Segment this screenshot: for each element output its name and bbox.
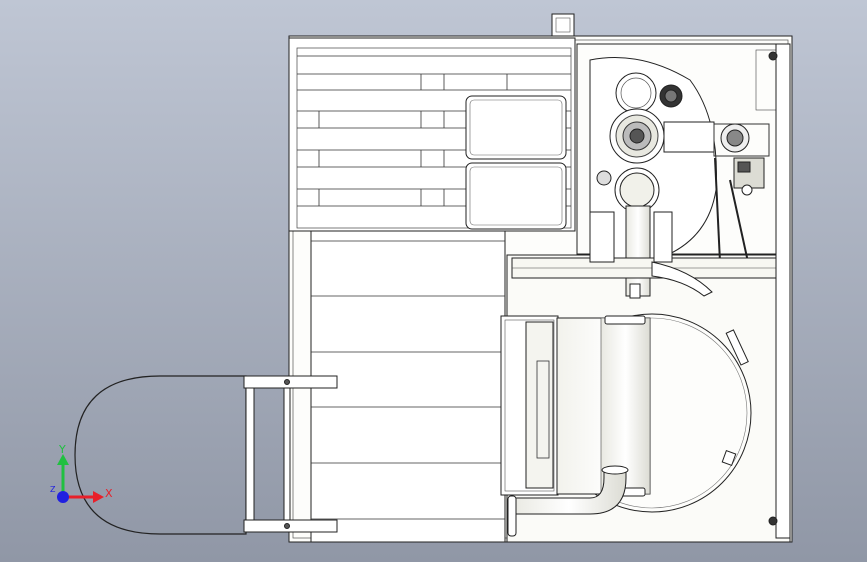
right-frame-post xyxy=(775,43,791,539)
x-axis-label: X xyxy=(105,487,113,500)
z-axis-label: Z xyxy=(50,485,56,494)
vertical-duct xyxy=(625,205,651,297)
conveyor-handle-top xyxy=(243,375,338,389)
lower-left-panel xyxy=(310,230,506,543)
machine-model xyxy=(74,13,793,543)
loop-conveyor xyxy=(74,375,247,535)
panel-dividers xyxy=(311,240,505,520)
axis-triad: X Y Z xyxy=(50,443,113,503)
drive-shaft xyxy=(663,121,715,153)
conveyor-handle-bottom xyxy=(243,519,338,533)
y-axis-label: Y xyxy=(58,443,66,456)
drum-handle xyxy=(725,329,749,366)
hopper-lower xyxy=(465,162,567,230)
mounting-tab xyxy=(551,13,575,37)
fan-port-top xyxy=(615,72,657,114)
hopper-upper xyxy=(465,95,567,160)
z-axis-dot xyxy=(57,491,69,503)
curved-chute xyxy=(651,261,713,297)
